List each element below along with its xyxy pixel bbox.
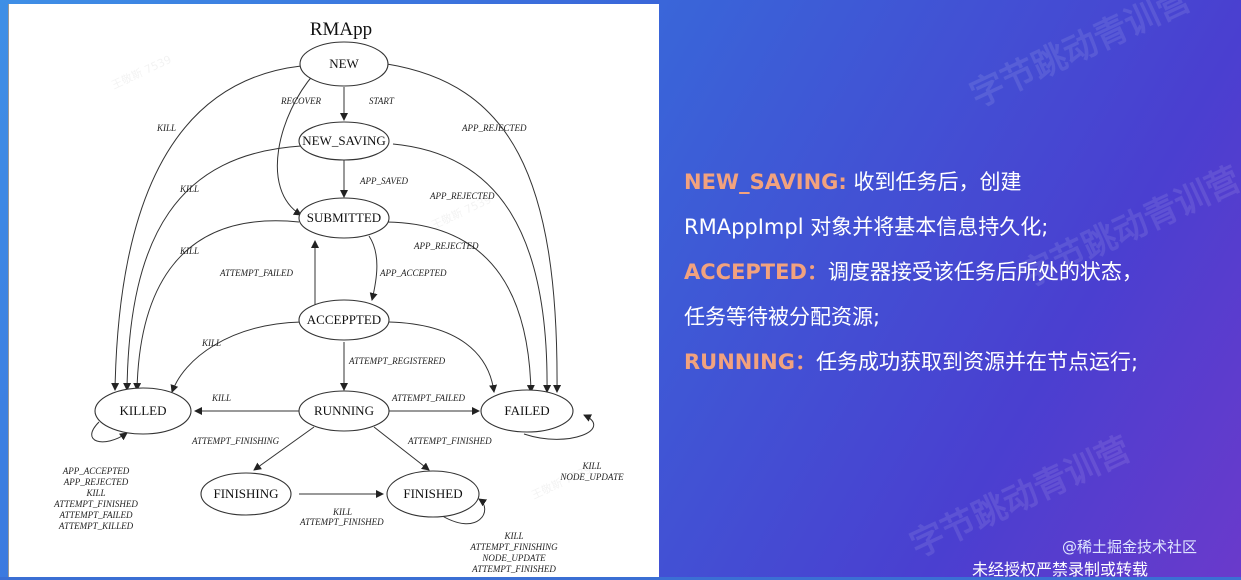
node-new-label: NEW xyxy=(329,56,359,71)
node-new-saving-label: NEW_SAVING xyxy=(302,133,386,148)
killed-loop-label: ATTEMPT_FAILED xyxy=(58,510,133,520)
note-line-new-saving: NEW_SAVING: 收到任务后，创建 xyxy=(684,160,1234,205)
edge-new-to-submitted xyxy=(276,73,315,216)
edge-running-to-finishing xyxy=(253,426,315,471)
failed-loop-label: NODE_UPDATE xyxy=(559,472,624,482)
note-keyword: RUNNING： xyxy=(684,350,816,374)
node-running xyxy=(298,390,390,432)
node-finishing-label: FINISHING xyxy=(214,486,279,501)
edge-label-app-saved: APP_SAVED xyxy=(359,176,409,186)
note-text: 调度器接受该任务后所处的状态， xyxy=(827,260,1143,284)
finished-loop-label: KILL xyxy=(503,531,523,541)
note-text: RMAppImpl 对象并将基本信息持久化; xyxy=(684,215,1049,239)
node-finishing xyxy=(200,472,292,516)
notes-panel: NEW_SAVING: 收到任务后，创建 RMAppImpl 对象并将基本信息持… xyxy=(684,160,1234,385)
node-failed xyxy=(480,389,574,433)
edge-label-kill-running: KILL xyxy=(211,393,231,403)
edge-label-attempt-finished-running: ATTEMPT_FINISHED xyxy=(407,436,492,446)
edge-new-to-killed xyxy=(111,65,302,391)
edge-label-attempt-failed-accepted: ATTEMPT_FAILED xyxy=(219,268,294,278)
edge-submitted-to-killed xyxy=(133,220,300,391)
note-text: 任务等待被分配资源; xyxy=(684,305,881,329)
state-diagram-panel: 王敬斯 7539 王敬斯 7539 王敬斯 7539 RMApp xyxy=(8,4,659,577)
edge-label-attempt-failed-running: ATTEMPT_FAILED xyxy=(391,393,466,403)
edge-label-attempt-finishing: ATTEMPT_FINISHING xyxy=(191,436,280,446)
node-submitted-label: SUBMITTED xyxy=(307,210,381,225)
node-killed-label: KILLED xyxy=(120,403,167,418)
edge-label-kill-submitted: KILL xyxy=(179,246,199,256)
note-line-new-saving-cont: RMAppImpl 对象并将基本信息持久化; xyxy=(684,205,1234,250)
edge-failed-self-loop xyxy=(523,414,595,440)
note-line-accepted-cont: 任务等待被分配资源; xyxy=(684,295,1234,340)
node-accepted-label: ACCEPPTED xyxy=(307,312,381,327)
killed-loop-label: KILL xyxy=(85,488,105,498)
node-submitted xyxy=(298,197,390,239)
node-killed xyxy=(94,387,192,435)
edge-label-app-accepted: APP_ACCEPTED xyxy=(379,268,447,278)
note-keyword: NEW_SAVING: xyxy=(684,170,847,194)
edge-label-start: START xyxy=(369,96,395,106)
note-keyword: ACCEPTED： xyxy=(684,260,828,284)
node-accepted xyxy=(298,299,390,341)
finished-loop-label: ATTEMPT_FINISHING xyxy=(469,542,558,552)
node-finished xyxy=(386,470,480,518)
edge-label-recover: RECOVER xyxy=(280,96,321,106)
node-running-label: RUNNING xyxy=(314,403,374,418)
node-new-saving xyxy=(298,121,390,161)
killed-loop-label: APP_ACCEPTED xyxy=(62,466,130,476)
edge-label-app-rejected-new-saving: APP_REJECTED xyxy=(429,191,495,201)
killed-loop-label: APP_REJECTED xyxy=(63,477,129,487)
edge-label-attempt-finished-finishing: ATTEMPT_FINISHED xyxy=(299,517,384,527)
edge-label-kill-new-saving: KILL xyxy=(179,184,199,194)
edge-new-saving-to-failed xyxy=(392,143,552,393)
failed-loop-label: KILL xyxy=(581,461,601,471)
node-new xyxy=(299,41,389,87)
note-line-accepted: ACCEPTED：调度器接受该任务后所处的状态， xyxy=(684,250,1234,295)
diagram-title: RMApp xyxy=(310,19,372,40)
edge-label-kill-finishing: KILL xyxy=(332,507,352,517)
note-text: 收到任务后，创建 xyxy=(853,170,1022,194)
edge-new-to-failed xyxy=(386,63,562,393)
copyright-notice: 未经授权严禁录制或转载 xyxy=(972,560,1149,579)
edge-submitted-to-accepted xyxy=(368,235,378,301)
edge-killed-self-loop xyxy=(91,421,128,443)
site-watermark: @稀土掘金技术社区 xyxy=(1062,538,1198,556)
killed-loop-label: ATTEMPT_KILLED xyxy=(58,521,134,531)
node-finished-label: FINISHED xyxy=(403,486,462,501)
edge-accepted-to-killed xyxy=(170,321,302,393)
edge-new-saving-to-killed xyxy=(123,145,302,391)
note-line-running: RUNNING：任务成功获取到资源并在节点运行; xyxy=(684,340,1234,385)
finished-loop-label: ATTEMPT_FINISHED xyxy=(471,564,556,574)
rmapp-state-diagram: RMApp xyxy=(53,19,624,574)
edge-label-app-rejected-submitted: APP_REJECTED xyxy=(413,241,479,251)
finished-loop-label: NODE_UPDATE xyxy=(481,553,546,563)
edge-running-to-finished xyxy=(373,426,430,471)
edge-accepted-to-failed xyxy=(388,321,498,393)
edge-label-attempt-registered: ATTEMPT_REGISTERED xyxy=(348,356,446,366)
edge-label-kill-accepted: KILL xyxy=(201,338,221,348)
killed-loop-label: ATTEMPT_FINISHED xyxy=(53,499,138,509)
edge-label-kill-new: KILL xyxy=(156,123,176,133)
edge-label-app-rejected-new: APP_REJECTED xyxy=(461,123,527,133)
edge-finished-self-loop xyxy=(438,498,488,525)
edge-submitted-to-failed xyxy=(386,221,535,393)
node-failed-label: FAILED xyxy=(504,403,549,418)
note-text: 任务成功获取到资源并在节点运行; xyxy=(816,350,1139,374)
